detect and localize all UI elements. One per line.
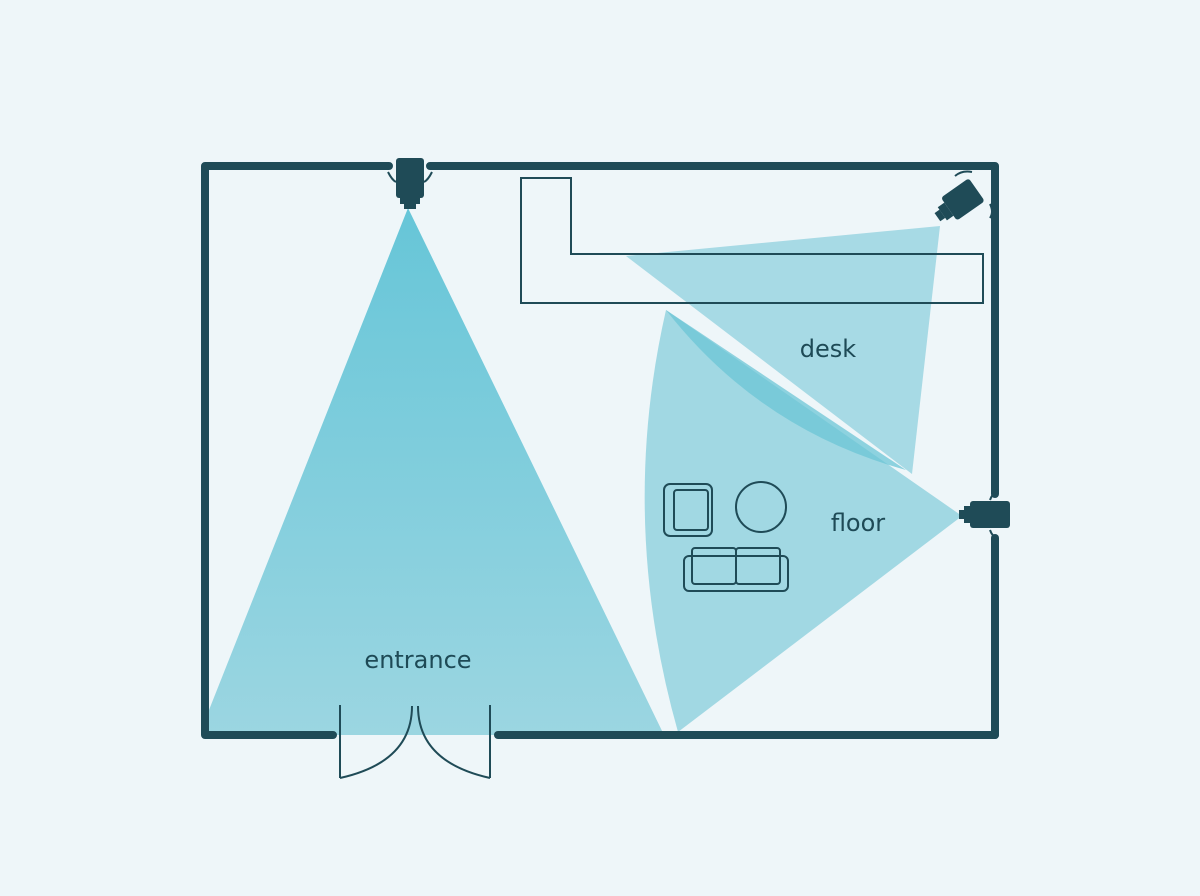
label-desk: desk: [800, 335, 857, 363]
security-camera-icon: [934, 179, 984, 222]
coverage-desk: [626, 226, 940, 474]
coverage-overlap: [666, 310, 906, 470]
security-camera-icon: [387, 158, 433, 209]
label-entrance: entrance: [364, 646, 471, 674]
double-door-icon: [339, 705, 491, 779]
armchair-icon: [663, 483, 713, 537]
security-camera-icon: [959, 489, 1010, 541]
wall-top-right: [426, 162, 999, 498]
wall-top-left: [201, 162, 393, 739]
coverage-floor: [644, 310, 962, 732]
room-walls: [201, 162, 999, 739]
coverage-entrance: [209, 208, 664, 735]
sofa-icon: [683, 547, 789, 592]
round-table-icon: [735, 481, 787, 533]
label-floor: floor: [831, 509, 885, 537]
desk-outline: [520, 177, 984, 304]
